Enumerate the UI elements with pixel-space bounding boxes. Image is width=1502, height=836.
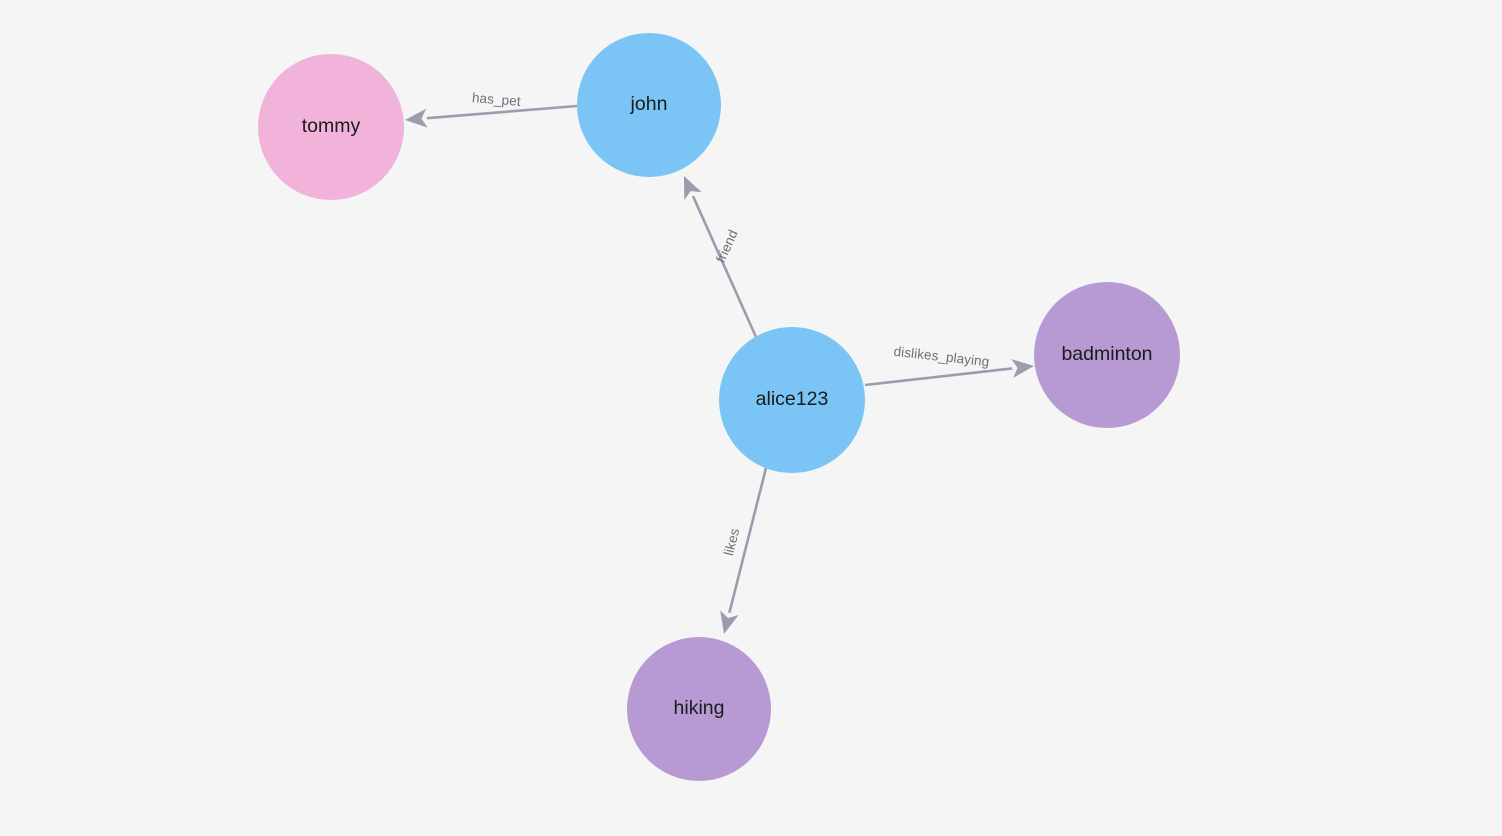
graph-edge[interactable]: has_pet — [405, 90, 578, 128]
edge-arrowhead-icon — [405, 108, 428, 128]
graph-node-hiking[interactable]: hiking — [627, 637, 771, 781]
edge-line — [426, 104, 578, 120]
graph-node-label: tommy — [301, 115, 361, 138]
graph-node-tommy[interactable]: tommy — [258, 54, 404, 200]
edge-label: has_pet — [471, 90, 521, 109]
edge-label: friend — [713, 227, 741, 265]
graph-node-alice123[interactable]: alice123 — [719, 327, 865, 473]
graph-node-label: hiking — [673, 697, 725, 720]
edge-label: likes — [721, 527, 742, 557]
graph-node-label: alice123 — [755, 388, 829, 411]
edge-line — [728, 467, 768, 613]
graph-node-label: badminton — [1061, 343, 1153, 366]
edge-line — [864, 367, 1013, 387]
graph-node-john[interactable]: john — [577, 33, 721, 177]
edge-label: dislikes_playing — [893, 344, 990, 370]
edge-arrowhead-icon — [684, 176, 702, 200]
graph-edge[interactable]: likes — [720, 467, 768, 634]
edge-arrowhead-icon — [720, 610, 739, 634]
edge-line — [691, 195, 758, 338]
graph-edge[interactable]: friend — [684, 176, 758, 338]
graph-node-label: john — [630, 93, 668, 116]
edge-arrowhead-icon — [1011, 359, 1034, 378]
graph-node-badminton[interactable]: badminton — [1034, 282, 1180, 428]
graph-edge[interactable]: dislikes_playing — [864, 344, 1034, 387]
